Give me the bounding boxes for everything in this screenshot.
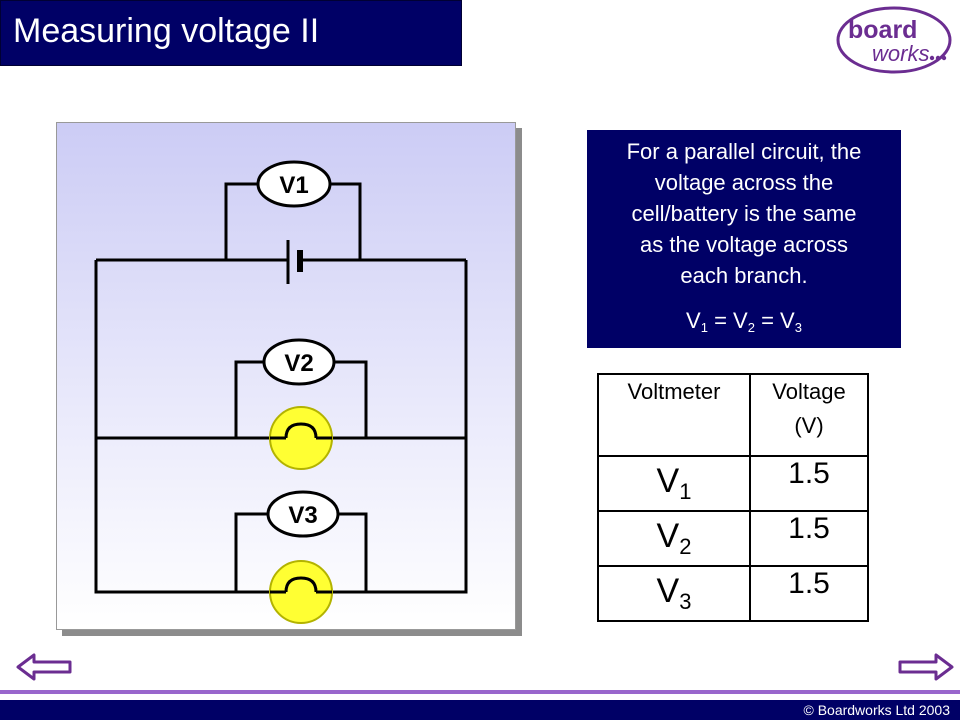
voltmeter-cell: V2 — [597, 510, 751, 567]
column-header-voltmeter: Voltmeter — [597, 373, 751, 457]
title-bar: Measuring voltage II — [0, 0, 462, 66]
left-arrow-icon[interactable] — [16, 652, 72, 682]
explanation-box: For a parallel circuit, the voltage acro… — [587, 130, 901, 348]
voltage-table: Voltmeter Voltage(V) V1 1.5 V2 1.5 V3 1.… — [597, 373, 869, 622]
svg-text:V1: V1 — [279, 172, 308, 199]
explanation-line: voltage across the — [654, 170, 834, 195]
explanation-line: as the voltage across — [640, 232, 848, 257]
explanation-line: For a parallel circuit, the — [626, 139, 862, 164]
voltmeter-v1: V1 — [256, 160, 332, 208]
table-row: V1 1.5 — [597, 455, 869, 512]
bulb-icon — [269, 406, 333, 470]
svg-text:V2: V2 — [284, 350, 313, 377]
table-row: V2 1.5 — [597, 510, 869, 567]
page-title: Measuring voltage II — [13, 12, 320, 50]
boardworks-logo: board works — [836, 6, 952, 74]
explanation-line: cell/battery is the same — [631, 201, 857, 226]
voltmeter-v3-label: V3 — [288, 502, 317, 529]
voltmeter-cell: V3 — [597, 565, 751, 622]
copyright-text: © Boardworks Ltd 2003 — [803, 702, 950, 718]
table-row: V3 1.5 — [597, 565, 869, 622]
voltage-cell: 1.5 — [749, 455, 869, 512]
logo-text-works: works — [872, 41, 929, 66]
footer-bar: © Boardworks Ltd 2003 — [0, 700, 960, 720]
voltmeter-v1-label: V1 — [279, 172, 308, 199]
explanation-line: each branch. — [680, 263, 808, 288]
voltage-equation: V1 = V2 = V3 — [686, 308, 802, 335]
table-header-row: Voltmeter Voltage(V) — [597, 373, 869, 457]
voltage-cell: 1.5 — [749, 510, 869, 567]
voltmeter-v3: V3 — [266, 490, 340, 538]
logo-text-board: board — [848, 16, 917, 44]
voltage-cell: 1.5 — [749, 565, 869, 622]
right-arrow-icon[interactable] — [898, 652, 954, 682]
voltmeter-v2: V2 — [262, 338, 336, 386]
parallel-circuit-diagram: V1 V2 V3 — [94, 160, 468, 624]
voltmeter-cell: V1 — [597, 455, 751, 512]
svg-text:V3: V3 — [288, 502, 317, 529]
voltmeter-v2-label: V2 — [284, 350, 313, 377]
bulb-icon — [269, 560, 333, 624]
column-header-voltage: Voltage(V) — [749, 373, 869, 457]
footer-divider — [0, 690, 960, 694]
